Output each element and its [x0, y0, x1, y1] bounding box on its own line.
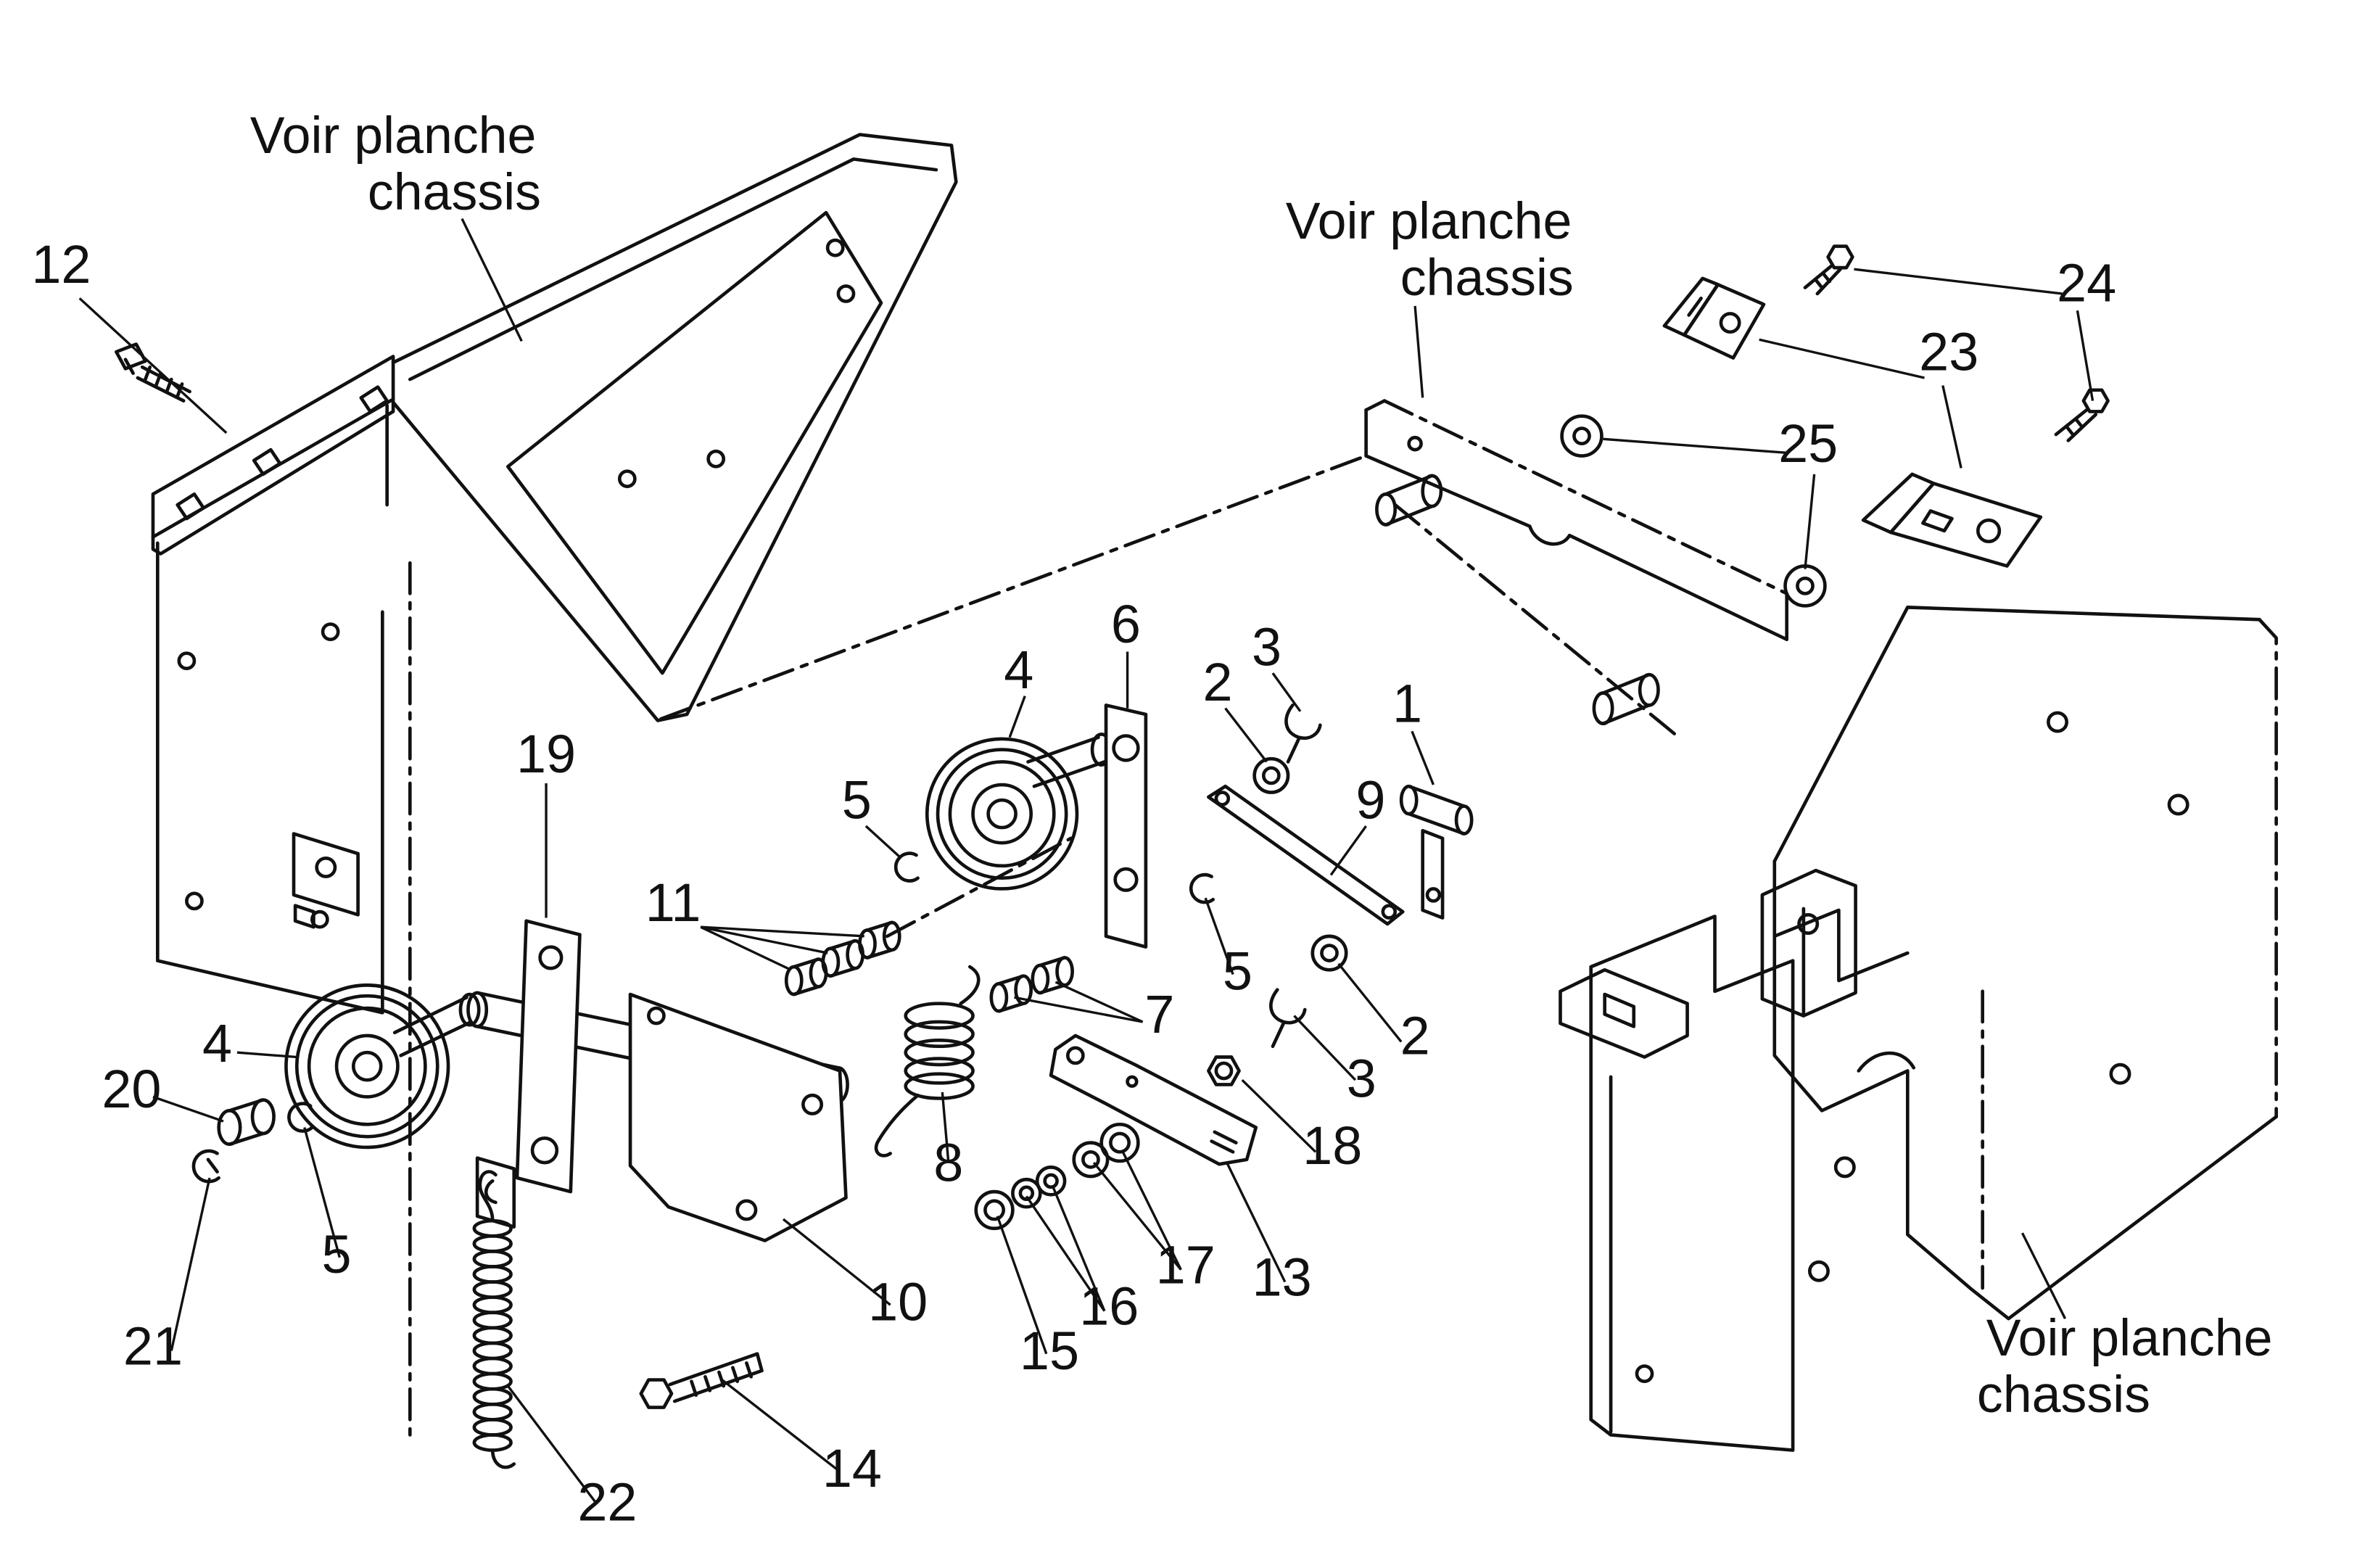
nut-18-drawing — [1207, 1055, 1241, 1086]
pulley-left-drawing — [284, 983, 481, 1150]
pivot-plate-10-drawing — [628, 992, 848, 1242]
bracket-lower-drawing — [1861, 472, 2043, 568]
clip-21-drawing — [191, 1149, 220, 1184]
callout-19: 19 — [516, 724, 576, 784]
callout-21: 21 — [123, 1316, 183, 1376]
note-chassis-top-left-line1: Voir planche — [250, 107, 537, 165]
callout-22: 22 — [577, 1472, 637, 1532]
note-chassis-bottom-right-line1: Voir planche — [1986, 1309, 2273, 1367]
left-chassis-drawing — [151, 133, 958, 1015]
callout-20: 20 — [102, 1059, 161, 1119]
pulley-center-drawing — [925, 733, 1113, 891]
washer-25-left-drawing — [1560, 414, 1604, 458]
callout-16: 16 — [1079, 1276, 1139, 1337]
callout-4-a: 4 — [1004, 640, 1033, 700]
tension-spring-22-drawing — [472, 1170, 516, 1469]
callout-12: 12 — [31, 234, 91, 294]
note-chassis-middle-line1: Voir planche — [1286, 192, 1572, 250]
note-chassis-top-left-line2: chassis — [368, 163, 541, 221]
upper-strip-drawing — [1364, 399, 1788, 641]
washer-2-upper-drawing — [1252, 756, 1290, 794]
right-chassis-drawing — [1559, 606, 2278, 1452]
support-bar-19-drawing — [475, 919, 582, 1229]
screw-24-right-drawing — [2054, 388, 2110, 442]
bracket-6-drawing — [1104, 703, 1148, 949]
callout-24: 24 — [2057, 253, 2116, 313]
leader-lines — [78, 218, 2094, 1505]
screw-24-left-drawing — [1803, 244, 1854, 296]
washer-25-right-drawing — [1783, 564, 1827, 608]
callout-15: 15 — [1020, 1321, 1079, 1381]
spring-8-drawing — [874, 965, 981, 1158]
clip-5-right-drawing — [1189, 872, 1215, 904]
callout-8: 8 — [933, 1132, 963, 1192]
pin-1-drawing — [1399, 784, 1474, 835]
strip-pins-drawing — [1375, 474, 1660, 726]
callout-3-b: 3 — [1347, 1048, 1377, 1108]
washers-15-16-17-drawing — [974, 1122, 1140, 1231]
callout-14: 14 — [822, 1438, 882, 1498]
callout-17: 17 — [1156, 1235, 1215, 1295]
clip-3-upper-drawing — [1284, 703, 1322, 764]
callout-11: 11 — [645, 872, 701, 933]
callout-13: 13 — [1252, 1247, 1312, 1308]
note-chassis-middle-line2: chassis — [1400, 249, 1574, 307]
callout-23: 23 — [1919, 321, 1978, 381]
callout-4-b: 4 — [202, 1013, 232, 1073]
callout-5-b: 5 — [1223, 941, 1252, 1002]
clip-3-lower-drawing — [1269, 988, 1307, 1049]
callout-5-c: 5 — [322, 1224, 352, 1284]
spacers-7-drawing — [989, 956, 1074, 1013]
bolt-14-drawing — [639, 1352, 764, 1409]
note-chassis-bottom-right-line2: chassis — [1977, 1366, 2150, 1424]
callout-1: 1 — [1392, 674, 1422, 734]
callout-9: 9 — [1355, 769, 1385, 830]
callout-25: 25 — [1778, 413, 1838, 474]
callout-2-b: 2 — [1400, 1005, 1430, 1065]
bracket-23-drawing — [1662, 276, 1766, 360]
arm-13-drawing — [1049, 1033, 1258, 1166]
spacers-11-drawing — [784, 920, 901, 996]
callout-6: 6 — [1111, 594, 1141, 654]
clip-5-center-drawing — [893, 851, 920, 883]
callout-7: 7 — [1144, 984, 1174, 1044]
callout-10: 10 — [868, 1271, 928, 1332]
chain-construction-lines — [408, 454, 1984, 1440]
callout-2-a: 2 — [1202, 652, 1232, 712]
washer-2-lower-drawing — [1311, 934, 1348, 972]
callout-18: 18 — [1303, 1115, 1362, 1176]
link-9-drawing — [1207, 784, 1445, 926]
screw-12-drawing — [115, 342, 191, 403]
spacer-20-drawing — [217, 1098, 276, 1147]
callout-5-a: 5 — [842, 769, 872, 830]
callout-3-a: 3 — [1252, 617, 1281, 677]
